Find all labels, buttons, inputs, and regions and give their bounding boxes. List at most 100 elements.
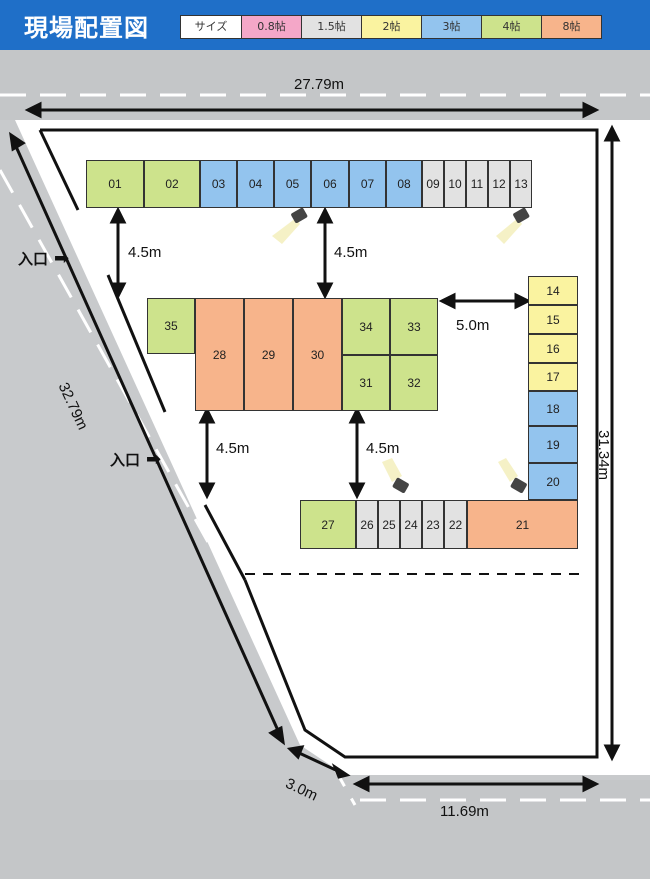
dimension-right-height: 31.34m [595, 430, 612, 481]
storage-unit-08[interactable]: 08 [386, 160, 422, 208]
legend-item: 0.8帖 [241, 16, 301, 38]
storage-unit-34[interactable]: 34 [342, 298, 390, 355]
storage-unit-13[interactable]: 13 [510, 160, 532, 208]
legend-item: 4帖 [481, 16, 541, 38]
legend-item: 2帖 [361, 16, 421, 38]
top-road [0, 50, 650, 120]
entrance-label: 入口 ➡ [18, 248, 69, 269]
unit-number: 33 [407, 319, 421, 334]
arrow-right-icon: ➡ [146, 449, 162, 470]
unit-number: 28 [212, 347, 227, 362]
storage-unit-06[interactable]: 06 [311, 160, 349, 208]
storage-unit-03[interactable]: 03 [200, 160, 237, 208]
light-icon [498, 458, 527, 493]
light-icon [272, 207, 308, 244]
unit-number: 06 [323, 177, 337, 191]
unit-number: 03 [211, 177, 226, 191]
storage-unit-32[interactable]: 32 [390, 355, 438, 411]
unit-number: 31 [359, 376, 373, 390]
storage-unit-21[interactable]: 21 [467, 500, 578, 549]
legend-item: 8帖 [541, 16, 601, 38]
unit-number: 08 [397, 177, 411, 191]
unit-number: 27 [321, 517, 335, 532]
storage-unit-19[interactable]: 19 [528, 426, 578, 463]
unit-number: 34 [359, 319, 373, 334]
storage-unit-02[interactable]: 02 [144, 160, 200, 208]
bottom-road [0, 780, 650, 879]
legend-item: サイズ [181, 16, 241, 38]
unit-number: 15 [546, 312, 560, 327]
storage-unit-14[interactable]: 14 [528, 276, 578, 305]
dimension-bottom-width: 11.69m [440, 803, 489, 820]
unit-number: 05 [285, 177, 300, 191]
legend-item: 3帖 [421, 16, 481, 38]
dimension-top-width: 27.79m [294, 76, 345, 93]
storage-unit-30[interactable]: 30 [293, 298, 342, 411]
unit-number: 17 [546, 370, 560, 384]
unit-number: 24 [404, 517, 418, 532]
storage-unit-15[interactable]: 15 [528, 305, 578, 334]
legend-item: 1.5帖 [301, 16, 361, 38]
dimension-aisle-2: 4.5m [334, 244, 368, 261]
unit-number: 22 [448, 517, 463, 532]
storage-unit-25[interactable]: 25 [378, 500, 400, 549]
unit-number: 02 [165, 177, 179, 191]
storage-unit-28[interactable]: 28 [195, 298, 244, 411]
unit-number: 25 [382, 517, 396, 532]
unit-number: 26 [360, 517, 374, 532]
storage-unit-01[interactable]: 01 [86, 160, 144, 208]
storage-unit-04[interactable]: 04 [237, 160, 274, 208]
unit-number: 19 [546, 437, 560, 452]
storage-unit-35[interactable]: 35 [147, 298, 195, 354]
storage-unit-27[interactable]: 27 [300, 500, 356, 549]
entrance-label: 入口 ➡ [110, 449, 161, 470]
unit-number: 29 [261, 347, 276, 362]
boundary-diagonal-1 [38, 129, 80, 211]
unit-number: 20 [546, 474, 560, 489]
unit-number: 10 [448, 177, 462, 191]
unit-number: 07 [360, 177, 375, 191]
unit-number: 01 [108, 177, 122, 191]
unit-number: 09 [426, 177, 440, 191]
unit-number: 14 [546, 283, 560, 298]
site-boundary-line [40, 128, 599, 759]
storage-unit-16[interactable]: 16 [528, 334, 578, 363]
storage-unit-09[interactable]: 09 [422, 160, 444, 208]
storage-unit-26[interactable]: 26 [356, 500, 378, 549]
storage-unit-23[interactable]: 23 [422, 500, 444, 549]
storage-unit-20[interactable]: 20 [528, 463, 578, 500]
boundary-diagonal-3 [203, 504, 247, 581]
page-title: 現場配置図 [24, 14, 149, 42]
site-area [15, 120, 650, 775]
light-icon [496, 207, 530, 244]
storage-unit-18[interactable]: 18 [528, 391, 578, 426]
storage-unit-11[interactable]: 11 [466, 160, 488, 208]
dimension-aisle-1: 4.5m [128, 244, 162, 261]
dimension-aisle-4: 4.5m [366, 440, 400, 457]
storage-unit-12[interactable]: 12 [488, 160, 510, 208]
storage-unit-24[interactable]: 24 [400, 500, 422, 549]
entrance-text: 入口 [18, 250, 49, 268]
storage-unit-31[interactable]: 31 [342, 355, 390, 411]
storage-unit-05[interactable]: 05 [274, 160, 311, 208]
unit-number: 18 [546, 401, 560, 416]
storage-unit-07[interactable]: 07 [349, 160, 386, 208]
storage-unit-22[interactable]: 22 [444, 500, 467, 549]
storage-unit-29[interactable]: 29 [244, 298, 293, 411]
storage-unit-33[interactable]: 33 [390, 298, 438, 355]
unit-number: 04 [248, 177, 263, 191]
dimension-aisle-3: 4.5m [216, 440, 250, 457]
unit-number: 11 [470, 177, 484, 191]
unit-number: 21 [515, 517, 530, 532]
dimension-arrows [9, 101, 621, 793]
unit-number: 32 [407, 376, 421, 390]
storage-unit-10[interactable]: 10 [444, 160, 466, 208]
storage-unit-17[interactable]: 17 [528, 363, 578, 391]
entrance-text: 入口 [110, 451, 141, 469]
unit-number: 30 [310, 347, 325, 362]
arrow-right-icon: ➡ [54, 248, 70, 269]
